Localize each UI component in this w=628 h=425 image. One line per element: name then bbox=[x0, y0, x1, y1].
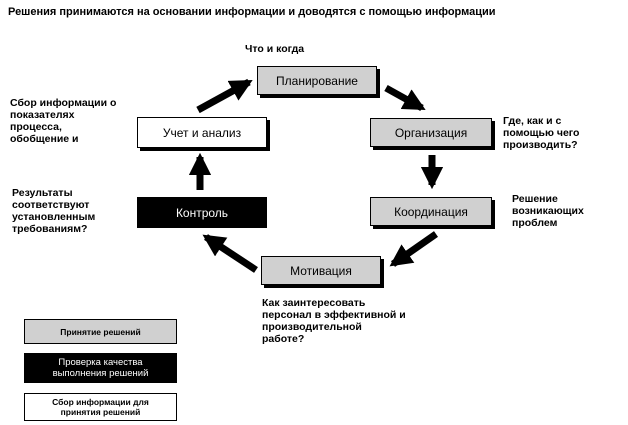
motivation-note: Как заинтересовать персонал в эффективно… bbox=[262, 297, 406, 345]
organization-box: Организация bbox=[370, 118, 492, 147]
arrow-planning-to-organization bbox=[384, 84, 426, 112]
legend-info-collection: Сбор информации для принятия решений bbox=[24, 393, 177, 421]
planning-note: Что и когда bbox=[245, 43, 305, 55]
control-label: Контроль bbox=[175, 205, 229, 220]
coordination-note: Решение возникающих проблем bbox=[512, 193, 584, 229]
arrow-motivation-to-control bbox=[202, 234, 258, 273]
organization-note: Где, как и с помощью чего производить? bbox=[503, 115, 580, 151]
coordination-label: Координация bbox=[394, 204, 468, 219]
accounting-label: Учет и анализ bbox=[162, 125, 242, 140]
coordination-box: Координация bbox=[370, 197, 492, 226]
legend-quality-check: Проверка качества выполнения решений bbox=[24, 353, 177, 383]
control-note: Результаты соответствуют установленным т… bbox=[12, 187, 96, 235]
legend-decision-making: Принятие решений bbox=[24, 319, 177, 344]
accounting-note: Сбор информации о показателях процесса, … bbox=[10, 97, 117, 145]
arrow-accounting-to-planning bbox=[196, 78, 253, 114]
planning-box: Планирование bbox=[257, 66, 377, 95]
motivation-label: Мотивация bbox=[290, 263, 352, 278]
accounting-box: Учет и анализ bbox=[137, 117, 267, 148]
arrow-coordination-to-motivation bbox=[389, 231, 439, 267]
control-box: Контроль bbox=[137, 197, 267, 228]
planning-label: Планирование bbox=[276, 73, 358, 88]
diagram-title: Решения принимаются на основании информа… bbox=[8, 6, 496, 18]
organization-label: Организация bbox=[394, 125, 468, 140]
motivation-box: Мотивация bbox=[261, 256, 381, 285]
